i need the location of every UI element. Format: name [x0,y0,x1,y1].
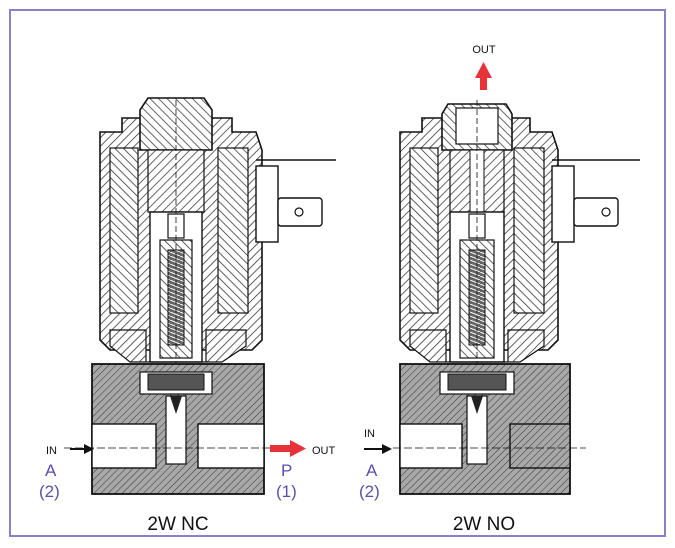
orifice-needle [471,396,483,414]
nc-out-label: OUT [312,445,336,457]
valve-2w-nc [64,97,336,495]
diagram-frame [9,9,666,537]
inlet-port [91,423,157,469]
coil-winding-right [217,147,249,314]
orifice-needle [170,396,182,414]
coil-winding-right [513,147,545,314]
valve-2w-no [382,100,640,495]
nc-in-port-letter: A [45,461,57,480]
connector-box [551,165,575,243]
inlet-port [399,423,463,469]
no-top-outlet-arrow [475,62,492,90]
nc-in-port-number: (2) [39,482,60,501]
no-in-port-number: (2) [359,482,380,501]
bottom-flange [409,329,545,363]
no-title: 2W NO [453,514,515,535]
nc-out-port-number: (1) [276,482,297,501]
connector-box [255,165,279,243]
connector-hole [601,207,611,217]
bottom-flange [109,329,247,363]
nc-title: 2W NC [147,514,208,535]
connector-hole [294,207,304,217]
coil-winding-left [109,147,139,314]
seal-plate [447,373,507,391]
no-in-port-letter: A [366,461,378,480]
nc-outlet-arrow [270,440,306,457]
nc-out-port-letter: P [281,461,292,480]
nc-inlet-arrow [70,444,94,454]
outlet-port [197,423,265,469]
no-in-label: IN [364,428,375,440]
no-top-out-label: OUT [472,44,496,56]
connector-spade [573,197,619,227]
coil-winding-left [409,147,439,314]
no-inlet-arrow [364,444,392,454]
seal-plate [147,373,205,391]
plugged-port [509,423,571,469]
nc-in-label: IN [46,445,57,457]
